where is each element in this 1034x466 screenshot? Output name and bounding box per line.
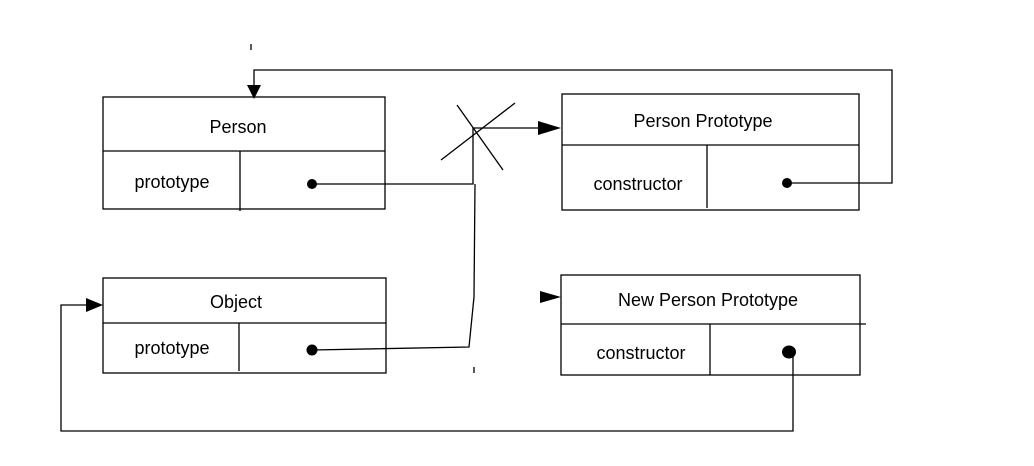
arrowhead-person — [247, 85, 261, 99]
connector-person-to-person-prototype — [312, 102, 561, 185]
person-prototype-title: Person Prototype — [633, 111, 772, 131]
arrowhead-new-person-prototype — [540, 291, 561, 303]
person-prototype-box: Person Prototype constructor — [561, 93, 860, 211]
connector-constructor-object-path — [60, 304, 794, 432]
arrowhead-object — [86, 298, 103, 312]
connector-new-person-prototype-path — [311, 183, 476, 351]
cross-mark-line-1 — [440, 102, 516, 161]
arrowhead-person-prototype — [538, 121, 561, 135]
person-box: Person prototype — [102, 96, 386, 211]
new-person-prototype-constructor-dot — [782, 345, 796, 359]
new-person-prototype-constructor-label: constructor — [596, 343, 685, 363]
connector-constructor-to-person — [247, 69, 893, 184]
object-box-frame — [102, 277, 387, 374]
connector-constructor-person-path — [253, 69, 893, 184]
object-prototype-label: prototype — [134, 338, 209, 358]
object-box: Object prototype — [102, 277, 387, 374]
person-prototype-box-frame — [561, 93, 860, 211]
person-box-frame — [102, 96, 386, 210]
new-person-prototype-box: New Person Prototype constructor — [560, 274, 866, 376]
connector-constructor-to-object — [60, 298, 794, 432]
connector-person-prototype-path — [312, 127, 538, 185]
person-title: Person — [209, 117, 266, 137]
new-person-prototype-title: New Person Prototype — [618, 290, 798, 310]
object-title: Object — [210, 292, 262, 312]
person-prototype-label: prototype — [134, 172, 209, 192]
person-prototype-constructor-label: constructor — [593, 174, 682, 194]
connector-object-to-new-person-prototype — [311, 183, 561, 351]
cross-mark-line-2 — [456, 104, 504, 171]
